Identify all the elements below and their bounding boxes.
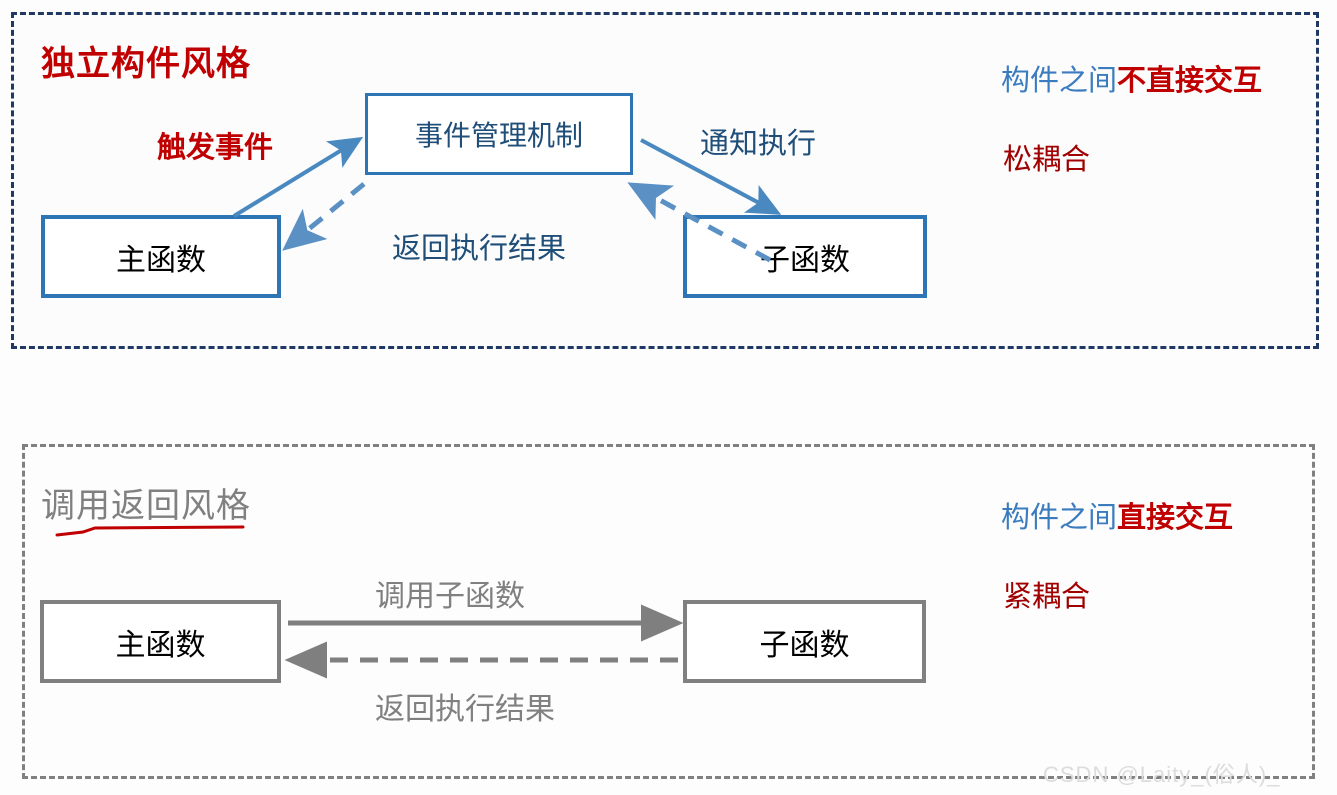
node-event-manager: 事件管理机制 bbox=[365, 93, 633, 175]
panel-event-style-title: 独立构件风格 bbox=[41, 45, 251, 83]
node-main-function-event-label: 主函数 bbox=[116, 243, 206, 277]
note-call-interaction-emphasis: 直接交互 bbox=[1117, 502, 1234, 534]
watermark: CSDN @Laity_(俗人)_ bbox=[1043, 762, 1281, 787]
panel-call-return-style-title: 调用返回风格 bbox=[41, 487, 251, 525]
node-sub-function-call: 子函数 bbox=[683, 600, 926, 683]
node-event-manager-label: 事件管理机制 bbox=[414, 120, 583, 151]
edge-label-return-result-event: 返回执行结果 bbox=[392, 233, 567, 265]
node-main-function-call: 主函数 bbox=[40, 600, 281, 683]
note-event-coupling: 松耦合 bbox=[1003, 144, 1091, 176]
note-event-interaction-prefix: 构件之间 bbox=[1001, 65, 1118, 97]
node-main-function-event: 主函数 bbox=[41, 215, 281, 298]
node-main-function-call-label: 主函数 bbox=[115, 628, 206, 662]
note-call-interaction: 构件之间直接交互 bbox=[1001, 494, 1233, 536]
edge-label-trigger-event: 触发事件 bbox=[157, 132, 274, 164]
edge-label-notify-execute: 通知执行 bbox=[700, 128, 817, 160]
note-event-interaction-emphasis: 不直接交互 bbox=[1117, 65, 1263, 97]
node-sub-function-event-label: 子函数 bbox=[760, 243, 850, 277]
node-sub-function-call-label: 子函数 bbox=[759, 628, 850, 662]
note-event-interaction: 构件之间不直接交互 bbox=[1001, 57, 1262, 99]
edge-label-call-sub-function: 调用子函数 bbox=[375, 580, 525, 613]
edge-label-return-result-call: 返回执行结果 bbox=[375, 693, 555, 726]
node-sub-function-event: 子函数 bbox=[683, 215, 927, 298]
note-call-interaction-prefix: 构件之间 bbox=[1001, 502, 1118, 534]
note-call-coupling: 紧耦合 bbox=[1003, 581, 1091, 613]
